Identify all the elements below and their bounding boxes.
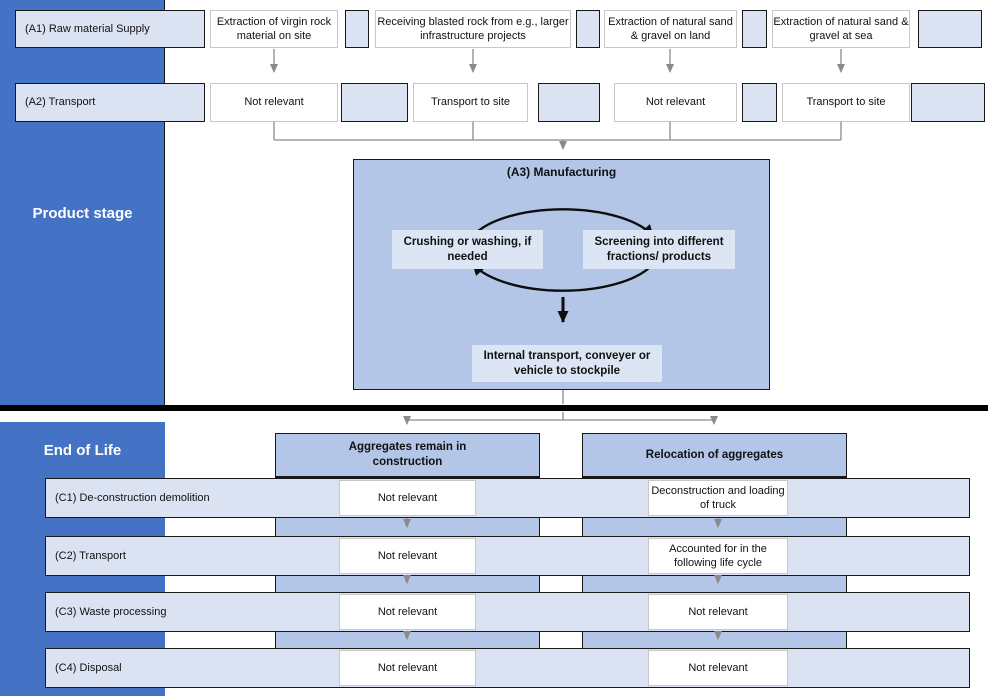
- a3-title: (A3) Manufacturing: [506, 165, 617, 179]
- a2-cell-2: Transport to site: [413, 83, 528, 122]
- c1-cell-right: Deconstruction and loading of truck: [648, 480, 788, 516]
- end-of-life-title: End of Life: [43, 441, 122, 459]
- a1-filler-box: [742, 10, 767, 48]
- a2-cell-3: Not relevant: [614, 83, 737, 122]
- a3-internal-transport-box: Internal transport, conveyer or vehicle …: [472, 345, 662, 382]
- a2-filler-box: [538, 83, 600, 122]
- c2-cell-left: Not relevant: [339, 538, 476, 574]
- a2-filler-box: [911, 83, 985, 122]
- row-c3: (C3) Waste processing: [45, 592, 970, 632]
- a1-to-a2-arrows: [270, 49, 845, 73]
- a2-filler-box: [742, 83, 777, 122]
- a1-filler-box: [918, 10, 982, 48]
- eol-header-relocation: Relocation of aggregates: [582, 433, 847, 477]
- c1-cell-left: Not relevant: [339, 480, 476, 516]
- a2-filler-box: [341, 83, 408, 122]
- a2-cell-1: Not relevant: [210, 83, 338, 122]
- a2-to-a3-connector: [273, 122, 842, 150]
- c3-cell-left: Not relevant: [339, 594, 476, 630]
- row-c2: (C2) Transport: [45, 536, 970, 576]
- c2-cell-right: Accounted for in the following life cycl…: [648, 538, 788, 574]
- a1-cell-blasted-rock: Receiving blasted rock from e.g., larger…: [375, 10, 571, 48]
- row-a1-label: (A1) Raw material Supply: [15, 10, 205, 48]
- a3-crushing-box: Crushing or washing, if needed: [392, 230, 543, 269]
- row-a2-label: (A2) Transport: [15, 83, 205, 122]
- c3-cell-right: Not relevant: [648, 594, 788, 630]
- row-c4: (C4) Disposal: [45, 648, 970, 688]
- product-stage-sidebar: [0, 0, 165, 405]
- a1-cell-virgin-rock: Extraction of virgin rock material on si…: [210, 10, 338, 48]
- a1-filler-box: [345, 10, 369, 48]
- stage-separator-line: [0, 405, 988, 411]
- a1-filler-box: [576, 10, 600, 48]
- c4-cell-right: Not relevant: [648, 650, 788, 686]
- eol-header-remain: Aggregates remain in construction: [275, 433, 540, 477]
- row-c1: (C1) De-construction demolition: [45, 478, 970, 518]
- a3-screening-box: Screening into different fractions/ prod…: [583, 230, 735, 269]
- a2-cell-4: Transport to site: [782, 83, 910, 122]
- c4-cell-left: Not relevant: [339, 650, 476, 686]
- a1-cell-sand-sea: Extraction of natural sand & gravel at s…: [772, 10, 910, 48]
- product-stage-title: Product stage: [32, 204, 133, 222]
- a1-cell-sand-land: Extraction of natural sand & gravel on l…: [604, 10, 737, 48]
